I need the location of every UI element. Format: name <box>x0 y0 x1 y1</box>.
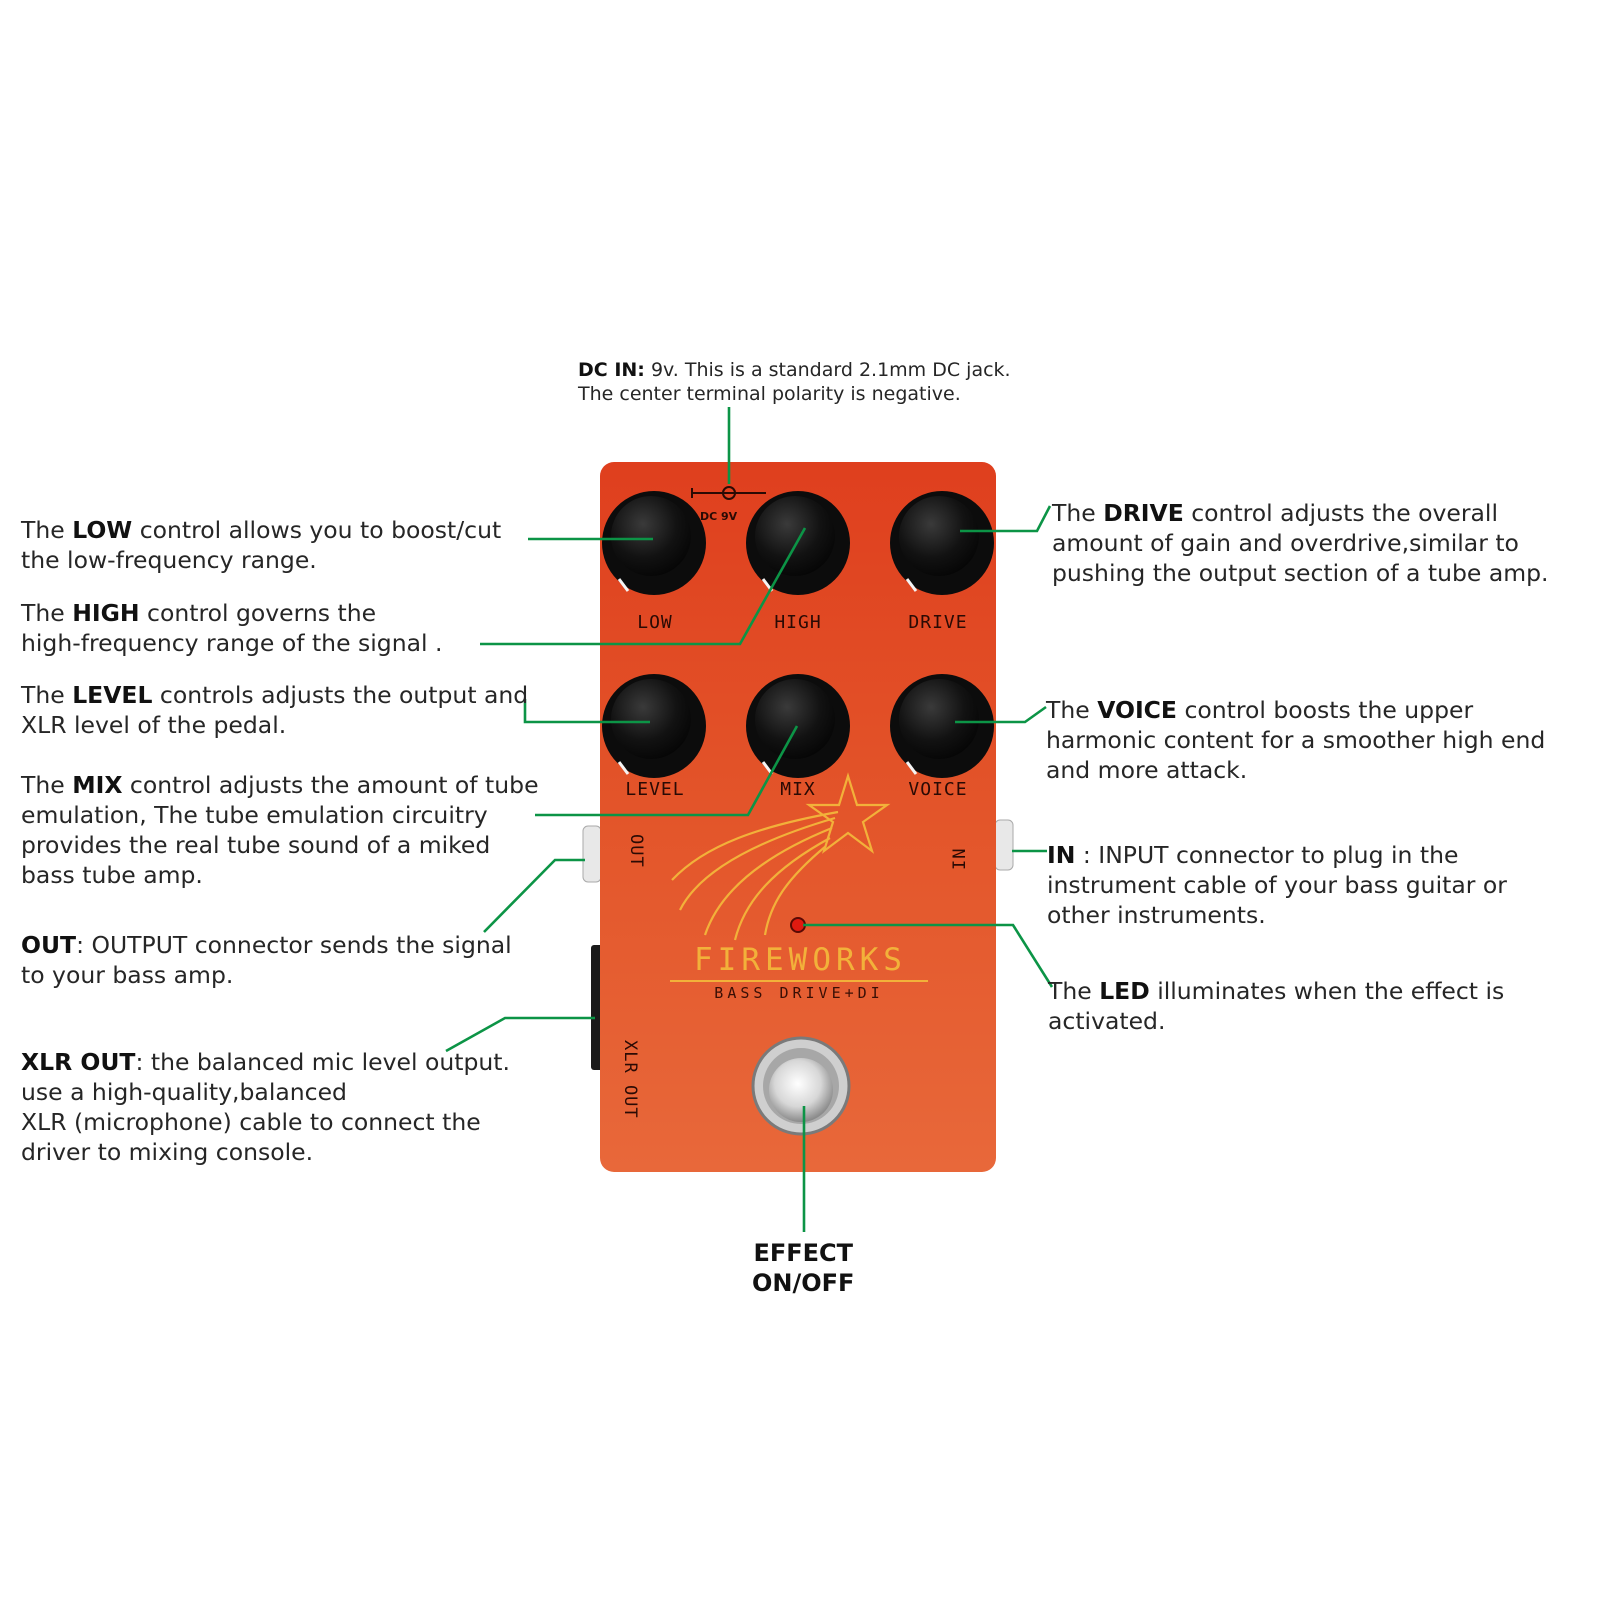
knob-high[interactable] <box>746 491 850 595</box>
xlr-out-text-1: : the balanced mic level output. <box>135 1048 510 1076</box>
led-text-1: illuminates when the effect is <box>1149 977 1505 1005</box>
effect-text-1: EFFECT <box>753 1239 853 1267</box>
annotation-mix: The MIX control adjusts the amount of tu… <box>21 770 539 890</box>
mix-text-3: provides the real tube sound of a miked <box>21 831 491 859</box>
keyword-xlr-out: XLR OUT <box>21 1048 136 1076</box>
dc-polarity-icon <box>691 486 766 500</box>
out-text-2: to your bass amp. <box>21 961 234 989</box>
led-indicator <box>790 917 806 933</box>
annotation-out: OUT: OUTPUT connector sends the signal t… <box>21 930 512 990</box>
annotation-in: IN : INPUT connector to plug in the inst… <box>1047 840 1507 930</box>
keyword-low: LOW <box>72 516 133 544</box>
knob-label-low: LOW <box>637 612 673 633</box>
mix-text-4: bass tube amp. <box>21 861 203 889</box>
drive-text-3: pushing the output section of a tube amp… <box>1052 559 1549 587</box>
knob-label-voice: VOICE <box>908 779 968 800</box>
in-text-2: instrument cable of your bass guitar or <box>1047 871 1507 899</box>
low-text-1: control allows you to boost/cut <box>132 516 502 544</box>
voice-text-2: harmonic content for a smoother high end <box>1046 726 1546 754</box>
voice-text-3: and more attack. <box>1046 756 1248 784</box>
low-pre: The <box>21 516 73 544</box>
dc-in-text-2: The center terminal polarity is negative… <box>578 383 961 405</box>
low-text-2: the low-frequency range. <box>21 546 317 574</box>
annotation-high: The HIGH control governs the high-freque… <box>21 598 442 658</box>
in-jack[interactable] <box>994 819 1014 871</box>
jack-label-in: IN <box>950 847 970 870</box>
level-pre: The <box>21 681 73 709</box>
led-pre: The <box>1048 977 1100 1005</box>
fireworks-star-icon <box>671 772 891 941</box>
mix-text-2: emulation, The tube emulation circuitry <box>21 801 488 829</box>
level-text-2: XLR level of the pedal. <box>21 711 287 739</box>
drive-text-2: amount of gain and overdrive,similar to <box>1052 529 1519 557</box>
jack-label-out: OUT <box>626 834 646 868</box>
brand-logo: FIREWORKS <box>694 942 907 978</box>
xlr-out-text-2: use a high-quality,balanced <box>21 1078 347 1106</box>
annotation-voice: The VOICE control boosts the upper harmo… <box>1046 695 1545 785</box>
out-jack[interactable] <box>582 825 602 883</box>
knob-low[interactable] <box>602 491 706 595</box>
led-text-2: activated. <box>1048 1007 1166 1035</box>
annotation-level: The LEVEL controls adjusts the output an… <box>21 680 528 740</box>
keyword-drive: DRIVE <box>1103 499 1184 527</box>
voice-pre: The <box>1046 696 1098 724</box>
drive-text-1: control adjusts the overall <box>1183 499 1498 527</box>
mix-pre: The <box>21 771 73 799</box>
annotation-effect-on-off: EFFECT ON/OFF <box>752 1238 854 1298</box>
mix-text-1: control adjusts the amount of tube <box>122 771 539 799</box>
brand-underline <box>670 980 928 982</box>
pedal-subtitle: BASS DRIVE+DI <box>714 984 884 1002</box>
level-text-1: controls adjusts the output and <box>152 681 529 709</box>
keyword-dc-in: DC IN: <box>578 359 645 381</box>
footswitch[interactable] <box>751 1036 851 1136</box>
annotation-low: The LOW control allows you to boost/cut … <box>21 515 501 575</box>
knob-label-mix: MIX <box>780 779 816 800</box>
knob-drive[interactable] <box>890 491 994 595</box>
knob-level[interactable] <box>602 674 706 778</box>
high-pre: The <box>21 599 73 627</box>
keyword-high: HIGH <box>72 599 140 627</box>
keyword-out: OUT <box>21 931 77 959</box>
keyword-voice: VOICE <box>1097 696 1177 724</box>
knob-label-drive: DRIVE <box>908 612 968 633</box>
drive-pre: The <box>1052 499 1104 527</box>
knob-label-high: HIGH <box>774 612 822 633</box>
xlr-out-text-3: XLR (microphone) cable to connect the <box>21 1108 481 1136</box>
in-text-3: other instruments. <box>1047 901 1266 929</box>
high-text-2: high-frequency range of the signal . <box>21 629 443 657</box>
dc-in-text-1: 9v. This is a standard 2.1mm DC jack. <box>644 359 1011 381</box>
dc-9v-label: DC 9V <box>700 510 738 523</box>
knob-voice[interactable] <box>890 674 994 778</box>
keyword-mix: MIX <box>72 771 123 799</box>
annotation-drive: The DRIVE control adjusts the overall am… <box>1052 498 1549 588</box>
annotation-led: The LED illuminates when the effect is a… <box>1048 976 1504 1036</box>
in-text-1: : INPUT connector to plug in the <box>1075 841 1459 869</box>
jack-label-xlr-out: XLR OUT <box>620 1040 640 1119</box>
high-text-1: control governs the <box>139 599 377 627</box>
annotation-dc-in: DC IN: 9v. This is a standard 2.1mm DC j… <box>578 358 1011 406</box>
keyword-led: LED <box>1099 977 1150 1005</box>
xlr-out-text-4: driver to mixing console. <box>21 1138 314 1166</box>
annotation-xlr-out: XLR OUT: the balanced mic level output. … <box>21 1047 510 1167</box>
knob-mix[interactable] <box>746 674 850 778</box>
keyword-level: LEVEL <box>72 681 153 709</box>
effect-text-2: ON/OFF <box>752 1269 855 1297</box>
knob-label-level: LEVEL <box>625 779 685 800</box>
out-text-1: : OUTPUT connector sends the signal <box>76 931 512 959</box>
voice-text-1: control boosts the upper <box>1176 696 1474 724</box>
keyword-in: IN <box>1047 841 1076 869</box>
